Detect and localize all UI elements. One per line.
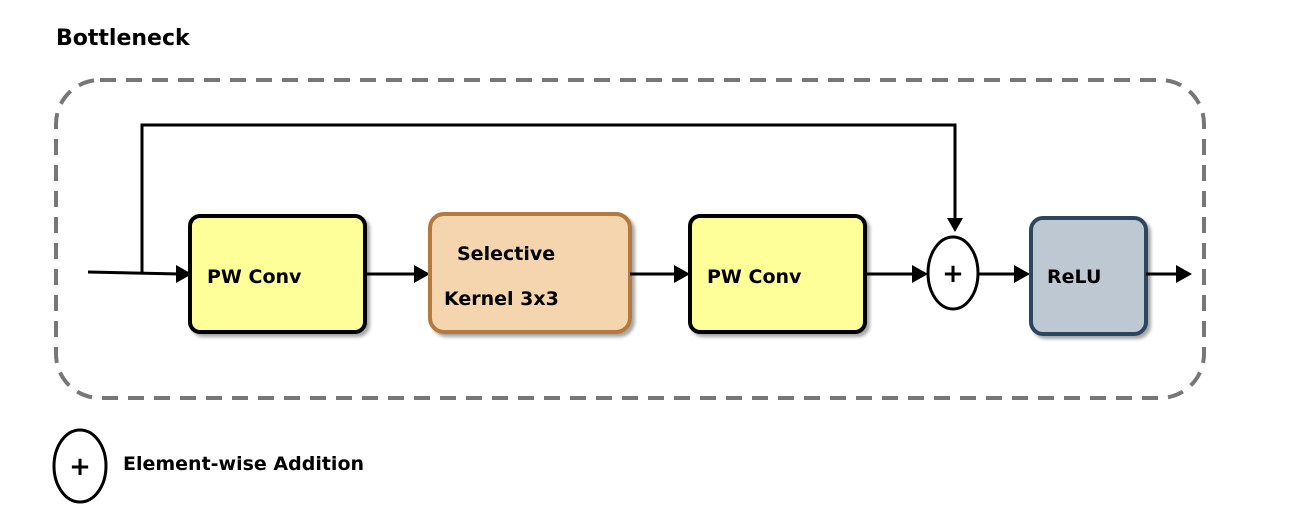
legend-plus-symbol: + <box>69 452 91 482</box>
input-arrow <box>87 270 181 276</box>
selective-kernel-label-line2: Kernel 3x3 <box>444 288 559 310</box>
diagram-title: Bottleneck <box>56 26 191 51</box>
legend-add-circle <box>52 428 108 504</box>
add-plus-symbol: + <box>942 259 964 289</box>
add-node: + <box>926 235 980 311</box>
pw-conv-2-block: PW Conv <box>688 214 867 334</box>
skip-connection-line <box>140 123 957 274</box>
selective-kernel-label-line1: Selective <box>457 243 555 265</box>
selective-kernel-box <box>428 212 632 334</box>
legend: + Element-wise Addition <box>52 428 364 504</box>
selective-kernel-block: Selective Kernel 3x3 <box>428 212 632 334</box>
pw-conv-2-label: PW Conv <box>707 266 802 288</box>
output-arrowhead <box>1176 265 1192 283</box>
pw-conv-1-label: PW Conv <box>207 266 302 288</box>
arrow-pwconv2-to-add-head <box>912 265 928 283</box>
relu-block: ReLU <box>1029 216 1148 336</box>
input-arrowhead <box>176 265 192 283</box>
skip-connection-arrowhead <box>947 218 963 232</box>
legend-label: Element-wise Addition <box>123 453 364 475</box>
arrow-pwconv1-to-sk-head <box>414 265 430 283</box>
arrow-add-to-relu-head <box>1014 265 1030 283</box>
arrow-sk-to-pwconv2-head <box>674 265 690 283</box>
pw-conv-1-block: PW Conv <box>188 214 367 334</box>
bottleneck-group-border <box>54 78 1206 400</box>
relu-label: ReLU <box>1047 266 1101 288</box>
relu-box <box>1029 216 1148 336</box>
